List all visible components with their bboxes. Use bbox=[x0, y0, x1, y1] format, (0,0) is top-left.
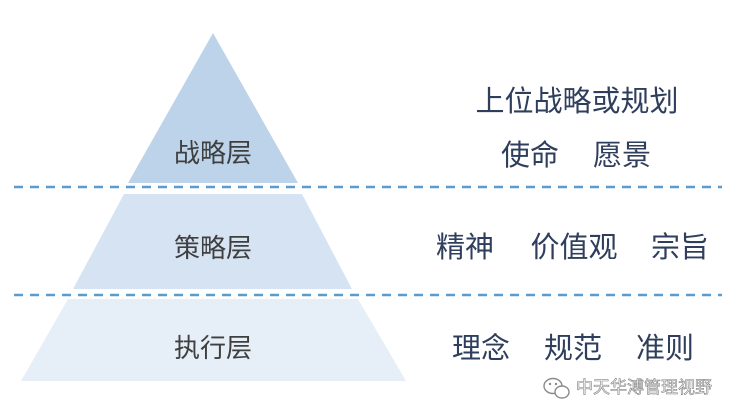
tier-execution bbox=[21, 299, 406, 381]
tier-strategy bbox=[128, 33, 298, 183]
strategy-item-vision: 愿景 bbox=[593, 138, 651, 172]
tier-tactic bbox=[73, 194, 352, 289]
wechat-icon bbox=[543, 377, 570, 399]
strategy-line-1: 上位战略或规划 bbox=[475, 84, 678, 118]
tactic-item-purpose: 宗旨 bbox=[651, 230, 709, 264]
exec-item-concept: 理念 bbox=[452, 331, 510, 365]
strategy-item-mission: 使命 bbox=[501, 138, 559, 172]
exec-item-norms: 规范 bbox=[544, 331, 602, 365]
exec-item-rules: 准则 bbox=[636, 331, 694, 365]
layer-label-execution: 执行层 bbox=[174, 334, 252, 364]
tactic-item-values: 价值观 bbox=[530, 230, 617, 264]
layer-label-strategy: 战略层 bbox=[174, 139, 252, 169]
layer-label-tactic: 策略层 bbox=[174, 234, 252, 264]
tactic-item-spirit: 精神 bbox=[436, 230, 494, 264]
watermark-text: 中天华溥管理视野 bbox=[576, 378, 712, 398]
